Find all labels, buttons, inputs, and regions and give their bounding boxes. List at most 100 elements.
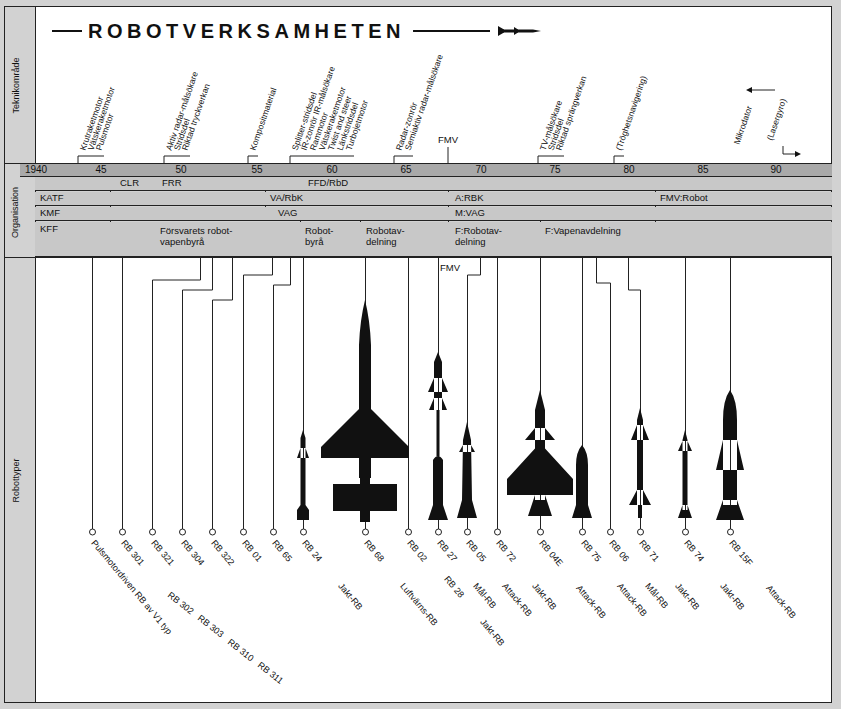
robot-marker <box>580 529 586 535</box>
organisation-row: KFF Försvarets robot- vapenbyrå Robot- byr… <box>35 222 832 257</box>
leader-line <box>597 258 611 529</box>
robot-marker <box>465 529 471 535</box>
rb27-silhouette <box>428 352 448 520</box>
column-rule <box>35 6 36 703</box>
leader-lines <box>90 258 734 535</box>
year-label: 1940 <box>25 164 47 176</box>
organisation-name: CLR <box>120 177 139 188</box>
robot-marker <box>301 529 307 535</box>
robot-marker <box>608 529 614 535</box>
arrow-head <box>795 151 801 157</box>
organisation-name: F:Vapenavdelning <box>545 225 621 236</box>
robot-marker <box>363 529 369 535</box>
robot-marker <box>728 529 734 535</box>
leader-line <box>183 258 213 529</box>
robot-marker <box>150 529 156 535</box>
rb24-silhouette <box>297 430 309 520</box>
organisation-name: Robot- byrå <box>305 225 345 247</box>
leader-line <box>92 258 93 529</box>
bracket <box>538 156 564 163</box>
frame <box>5 7 832 703</box>
missile-body <box>502 30 541 33</box>
year-label: 50 <box>175 164 186 176</box>
robot-marker <box>683 529 689 535</box>
year-label: 80 <box>623 164 634 176</box>
leader-line <box>213 258 233 529</box>
bracket <box>164 156 190 163</box>
year-label: 45 <box>95 164 106 176</box>
robot-marker <box>436 529 442 535</box>
organisation-name: F:Robotav- delning <box>455 225 517 247</box>
arrow-line <box>750 90 775 91</box>
title-rule <box>52 30 82 32</box>
section-label: Organisation <box>11 186 22 237</box>
robot-marker <box>210 529 216 535</box>
rb68-silhouette <box>321 300 409 522</box>
rb71-silhouette <box>629 408 651 518</box>
organisation-name: VA/RbK <box>270 192 303 203</box>
missile-fin <box>498 26 504 36</box>
diagram-title: ROBOTVERKSAMHETEN <box>88 20 405 42</box>
robot-marker <box>638 529 644 535</box>
year-label: 85 <box>697 164 708 176</box>
organisation-name: M:VAG <box>455 207 485 218</box>
bracket <box>290 156 354 163</box>
year-label: 90 <box>770 164 781 176</box>
year-label: 55 <box>251 164 262 176</box>
robot-marker <box>90 529 96 535</box>
robot-panel <box>35 257 832 703</box>
robot-marker <box>406 529 412 535</box>
section-label: Teknikområde <box>11 57 22 113</box>
technology-panel <box>35 6 832 163</box>
missile-fin <box>514 27 518 35</box>
organisation-name: KATF <box>40 192 64 203</box>
organisation-name: FRR <box>162 177 182 188</box>
organisation-name: FFD/RbD <box>308 177 348 188</box>
organisation-name: A:RBK <box>455 192 484 203</box>
timeline-bar: 1940 45 50 55 60 65 70 75 80 85 90 <box>20 163 832 177</box>
organisation-name: FMV:Robot <box>660 192 708 203</box>
year-label: 60 <box>326 164 337 176</box>
leader-line <box>497 258 498 529</box>
section-label: Robottyper <box>11 458 22 502</box>
robot-silhouettes <box>297 300 744 522</box>
organisation-row: KMF VAG M:VAG <box>35 207 832 221</box>
organisation-label: FMV <box>438 134 458 145</box>
leader-line <box>122 258 123 529</box>
title-missile <box>498 26 541 36</box>
year-label: 65 <box>400 164 411 176</box>
fmv-tick <box>448 147 449 163</box>
bracket <box>394 156 413 163</box>
robot-marker <box>495 529 501 535</box>
robot-marker <box>538 529 544 535</box>
bracket <box>78 156 104 163</box>
organisation-row: KATF VA/RbK A:RBK FMV:Robot <box>35 192 832 206</box>
year-label: 75 <box>549 164 560 176</box>
organisation-name: KMF <box>40 207 60 218</box>
arrow-line <box>783 146 797 154</box>
organisation-name: Försvarets robot- vapenbyrå <box>160 225 256 247</box>
robot-marker <box>120 529 126 535</box>
year-label: 70 <box>475 164 486 176</box>
leader-line <box>153 258 201 529</box>
rb15f-silhouette <box>716 390 744 520</box>
organisation-row: CLR FRR FFD/RbD <box>35 177 832 191</box>
organisation-name: KFF <box>40 223 58 234</box>
rb05-silhouette <box>457 422 477 518</box>
leader-line <box>244 258 273 529</box>
column-rule <box>4 257 832 258</box>
robot-marker <box>271 529 277 535</box>
arrow-head <box>746 87 752 93</box>
bracket <box>248 156 258 163</box>
robot-marker <box>180 529 186 535</box>
bracket <box>614 156 624 163</box>
organisation-label: FMV <box>440 262 460 273</box>
robot-marker <box>241 529 247 535</box>
leader-line <box>274 258 291 529</box>
title-rule <box>413 30 490 32</box>
organisation-name: VAG <box>278 207 297 218</box>
rb75-silhouette <box>572 445 592 518</box>
rb04e-silhouette <box>507 390 573 516</box>
